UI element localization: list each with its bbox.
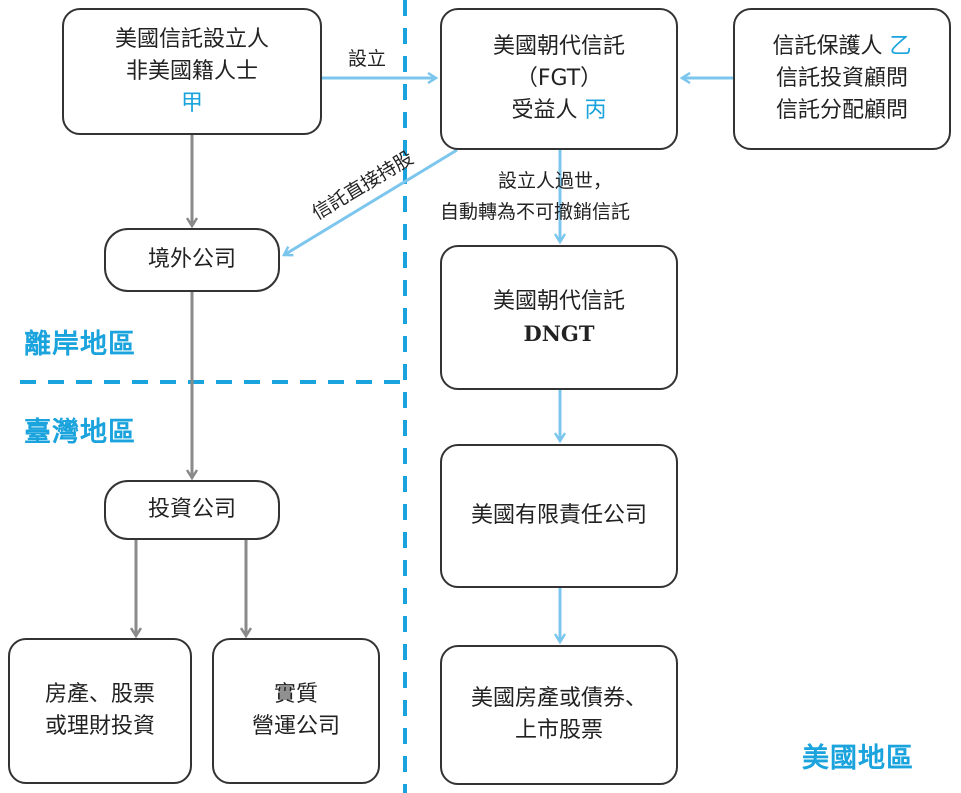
death-note-line2: 自動轉為不可撤銷信託: [440, 201, 631, 223]
us-assets-line2: 上市股票: [514, 718, 603, 743]
settlor-party-label: 甲: [180, 90, 203, 116]
operating-company-line2: 營運公司: [251, 714, 340, 739]
operating-company-line1: 實質: [273, 682, 318, 707]
region-label-taiwan: 臺灣地區: [24, 417, 136, 448]
fgt-abbrev: （FGT）: [515, 66, 603, 91]
investment-company-label: 投資公司: [147, 497, 236, 522]
protector-title-label: 信託保護人: [772, 34, 890, 59]
settlor-box: 美國信託設立人 非美國籍人士 甲: [62, 8, 322, 135]
offshore-company-box: 境外公司: [104, 228, 280, 292]
us-llc-label: 美國有限責任公司: [470, 503, 647, 528]
protector-distribution-advisor: 信託分配顧問: [775, 98, 908, 123]
fgt-title: 美國朝代信託: [492, 34, 625, 59]
protector-box: 信託保護人 乙 信託投資顧問 信託分配顧問: [733, 8, 951, 150]
fgt-trust-box: 美國朝代信託 （FGT） 受益人 丙: [440, 8, 678, 150]
fgt-beneficiary: 受益人 丙: [511, 95, 606, 127]
region-label-offshore: 離岸地區: [24, 329, 136, 360]
dngt-title: 美國朝代信託: [492, 288, 625, 314]
arrow-fgt-to-offshore: [284, 148, 458, 255]
assets-tw-line1: 房產、股票: [44, 682, 155, 707]
assets-tw-box: 房產、股票 或理財投資: [8, 638, 192, 784]
establish-label: 設立: [348, 48, 387, 70]
death-note-line1: 設立人過世，: [498, 170, 613, 192]
region-label-usa: 美國地區: [802, 743, 914, 774]
protector-investment-advisor: 信託投資顧問: [775, 66, 908, 91]
dngt-abbrev: DNGT: [523, 320, 595, 346]
operating-company-box: 實質 營運公司: [212, 638, 380, 784]
us-assets-box: 美國房產或債券、 上市股票: [440, 645, 678, 785]
us-assets-line1: 美國房產或債券、: [470, 686, 647, 711]
assets-tw-line2: 或理財投資: [44, 714, 155, 739]
offshore-company-label: 境外公司: [147, 247, 236, 272]
dngt-trust-box: 美國朝代信託 DNGT: [440, 245, 678, 390]
fgt-beneficiary-label: 受益人: [511, 98, 585, 123]
protector-party: 乙: [889, 34, 912, 59]
settlor-subtitle: 非美國籍人士: [125, 58, 258, 84]
fgt-beneficiary-party: 丙: [584, 98, 607, 123]
protector-title: 信託保護人 乙: [772, 31, 911, 63]
us-llc-box: 美國有限責任公司: [440, 444, 678, 588]
settlor-title: 美國信託設立人: [114, 26, 269, 52]
investment-company-box: 投資公司: [104, 480, 280, 540]
